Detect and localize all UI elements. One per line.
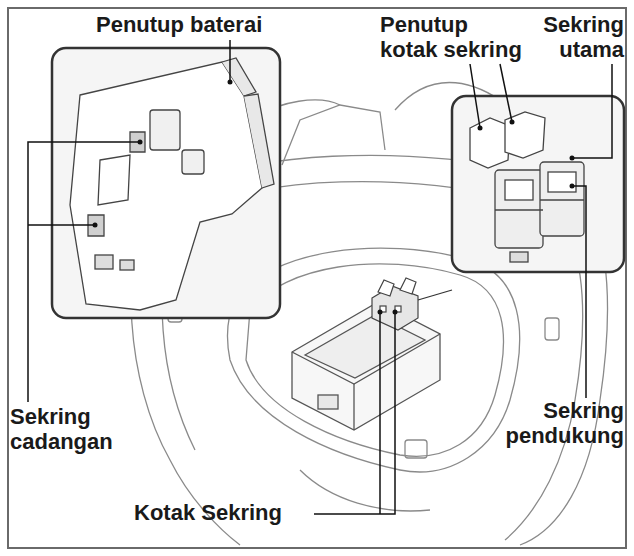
part-label: Sekring pendukung	[494, 398, 624, 448]
part-label: Sekring cadangan	[10, 404, 134, 454]
part-label: Penutup baterai	[96, 12, 311, 37]
part-label: Sekring utama	[538, 12, 624, 62]
part-label: Penutup kotak sekring	[380, 12, 526, 62]
part-label: Kotak Sekring	[134, 500, 312, 525]
